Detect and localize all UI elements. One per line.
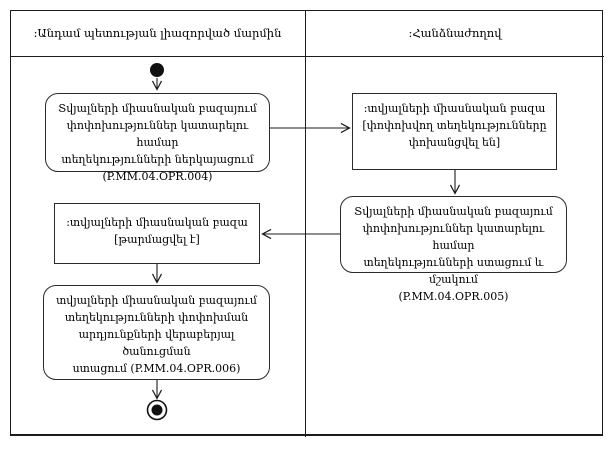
action-node-opr-006: տվյալների միասնական բազայում տեղեկությու… — [43, 285, 270, 380]
action-node-opr-004: Տվյալների միասնական բազայում փոփոխությու… — [45, 93, 270, 183]
lane-header-member-state-body: :Անդամ պետության լիազորված մարմին — [33, 26, 282, 40]
object-node-db-transferred: :տվյալների միասնական բազա [փոփոխվող տեղե… — [352, 93, 557, 170]
lane-separator — [305, 10, 306, 437]
action-node-opr-005: Տվյալների միասնական բազայում փոփոխությու… — [340, 196, 567, 303]
object-node-db-updated: :տվյալների միասնական բազա [թարմացվել է] — [54, 203, 260, 264]
lane-header-divider — [10, 56, 604, 57]
lane-header-commission: :Հանձնաժողով — [408, 26, 502, 40]
diagram-frame — [10, 10, 603, 436]
